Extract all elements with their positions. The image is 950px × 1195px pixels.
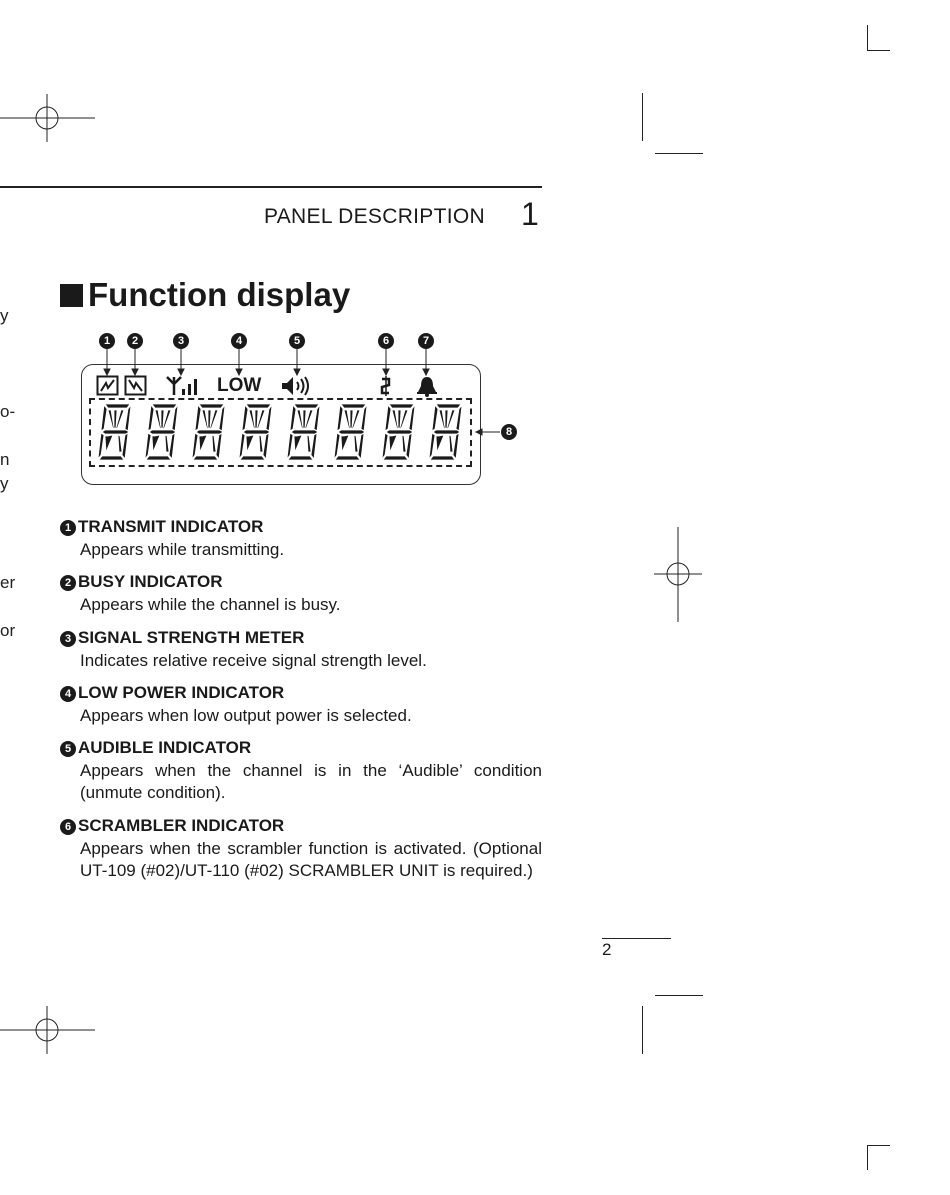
entry-title: LOW POWER INDICATOR bbox=[78, 683, 285, 702]
signal-strength-icon bbox=[166, 376, 197, 395]
speaker-icon bbox=[282, 376, 309, 396]
entry-title: BUSY INDICATOR bbox=[78, 572, 223, 591]
callout-badge: 7 bbox=[418, 333, 434, 349]
entry-number-badge: 2 bbox=[60, 575, 76, 591]
entry-description: Appears when low output power is selecte… bbox=[80, 706, 412, 725]
left-edge-fragment: y bbox=[0, 474, 9, 493]
entry-title: SCRAMBLER INDICATOR bbox=[78, 816, 285, 835]
section-title: Function display bbox=[60, 276, 350, 314]
bell-icon bbox=[417, 377, 437, 397]
entry-description: Appears when the channel is in the ‘Audi… bbox=[80, 761, 542, 802]
left-edge-fragment: y bbox=[0, 306, 9, 325]
section-square-icon bbox=[60, 284, 83, 307]
digit-area-outline bbox=[89, 398, 472, 467]
busy-icon bbox=[124, 375, 147, 396]
entry-title: AUDIBLE INDICATOR bbox=[78, 738, 252, 757]
transmit-icon bbox=[96, 375, 119, 396]
lcd-digit bbox=[381, 403, 416, 461]
page-header-title: PANEL DESCRIPTION bbox=[264, 205, 485, 228]
lcd-digit bbox=[144, 403, 179, 461]
lcd-digit bbox=[191, 403, 226, 461]
callout-badge: 8 bbox=[501, 424, 517, 440]
entry-description: Appears when the scrambler function is a… bbox=[80, 839, 542, 880]
left-edge-fragment: er bbox=[0, 573, 16, 592]
callout-badge: 5 bbox=[289, 333, 305, 349]
page-number-rule bbox=[602, 938, 671, 939]
entry-title: TRANSMIT INDICATOR bbox=[78, 517, 264, 536]
low-power-label: LOW bbox=[217, 375, 262, 396]
chapter-number: 1 bbox=[521, 196, 539, 232]
entry-number-badge: 1 bbox=[60, 520, 76, 536]
entry-number-badge: 6 bbox=[60, 819, 76, 835]
lcd-display-frame bbox=[81, 364, 481, 485]
entry-number-badge: 3 bbox=[60, 631, 76, 647]
left-edge-fragment: o- bbox=[0, 402, 16, 421]
entry-description: Appears while transmitting. bbox=[80, 540, 285, 559]
entry-number-badge: 5 bbox=[60, 741, 76, 757]
left-edge-fragment: or bbox=[0, 621, 16, 640]
entry-number-badge: 4 bbox=[60, 686, 76, 702]
lcd-digit bbox=[333, 403, 368, 461]
lcd-digit bbox=[286, 403, 321, 461]
header-rule bbox=[0, 186, 542, 188]
callout-badge: 6 bbox=[378, 333, 394, 349]
callout-badge: 2 bbox=[127, 333, 143, 349]
lcd-digit bbox=[428, 403, 463, 461]
entry-description: Indicates relative receive signal streng… bbox=[80, 651, 427, 670]
lcd-digit bbox=[97, 403, 132, 461]
left-edge-fragment: n bbox=[0, 450, 10, 469]
entry-description: Appears while the channel is busy. bbox=[80, 595, 341, 614]
callout-badge: 4 bbox=[231, 333, 247, 349]
entry-title: SIGNAL STRENGTH METER bbox=[78, 628, 305, 647]
lcd-digit bbox=[238, 403, 273, 461]
display-arrows bbox=[103, 349, 500, 436]
callout-badge: 1 bbox=[99, 333, 115, 349]
callout-badge: 3 bbox=[173, 333, 189, 349]
scrambler-icon bbox=[380, 376, 391, 396]
page-number: 2 bbox=[602, 940, 612, 959]
